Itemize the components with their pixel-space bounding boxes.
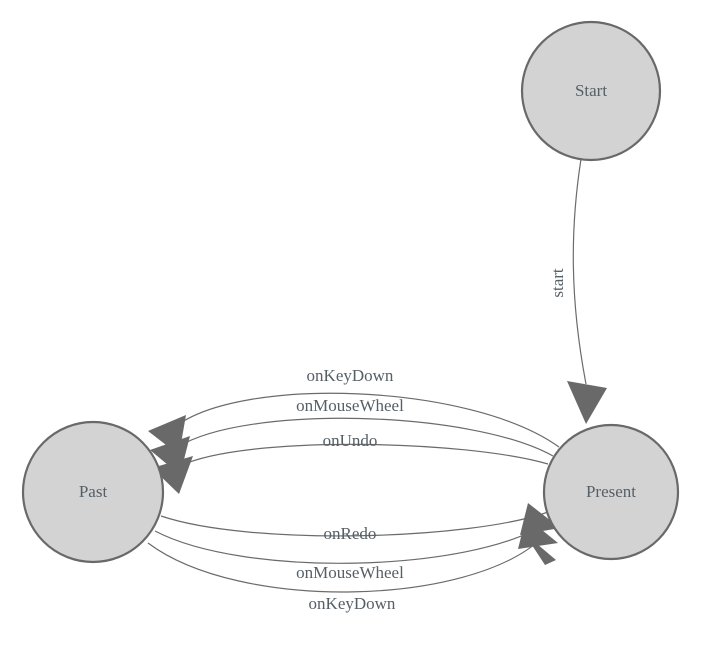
edge-onundo-label: onUndo bbox=[323, 431, 378, 450]
node-start-circle bbox=[520, 20, 662, 162]
node-start[interactable]: Start bbox=[520, 20, 662, 162]
edge-onundo[interactable]: onUndo bbox=[152, 431, 549, 494]
edge-onredo-path bbox=[160, 511, 549, 537]
edge-onkeydown-redo-label: onKeyDown bbox=[309, 594, 396, 613]
node-present-circle bbox=[542, 423, 680, 561]
edge-onredo-label: onRedo bbox=[324, 524, 377, 543]
edge-onkeydown-redo[interactable]: onKeyDown bbox=[147, 533, 556, 613]
edge-onredo[interactable]: onRedo bbox=[160, 503, 560, 543]
edge-onmousewheel-redo-label: onMouseWheel bbox=[296, 563, 404, 582]
edge-onmousewheel-redo-arrowhead bbox=[518, 517, 558, 549]
node-past-label: Past bbox=[79, 482, 108, 501]
node-present[interactable]: Present bbox=[542, 423, 680, 561]
edge-start-path bbox=[572, 158, 587, 385]
edge-onundo-path bbox=[179, 443, 549, 467]
node-past-circle bbox=[21, 420, 165, 564]
edge-onkeydown-redo-arrowhead bbox=[524, 533, 556, 565]
edge-onkeydown-redo-path bbox=[147, 537, 543, 593]
edge-onmousewheel-redo-path bbox=[154, 523, 546, 564]
edge-onkeydown-undo-path bbox=[174, 392, 560, 448]
edge-start-arrowhead bbox=[567, 381, 607, 424]
edge-onkeydown-undo-label: onKeyDown bbox=[307, 366, 394, 385]
edge-onundo-arrowhead bbox=[152, 456, 193, 494]
edge-onmousewheel-redo[interactable]: onMouseWheel bbox=[154, 517, 558, 582]
node-start-label: Start bbox=[575, 81, 607, 100]
edge-onmousewheel-undo-path bbox=[177, 417, 554, 457]
edge-onmousewheel-undo-label: onMouseWheel bbox=[296, 396, 404, 415]
node-present-label: Present bbox=[586, 482, 636, 501]
edge-start[interactable]: start bbox=[548, 158, 607, 424]
node-past[interactable]: Past bbox=[21, 420, 165, 564]
edge-start-label: start bbox=[548, 268, 567, 298]
